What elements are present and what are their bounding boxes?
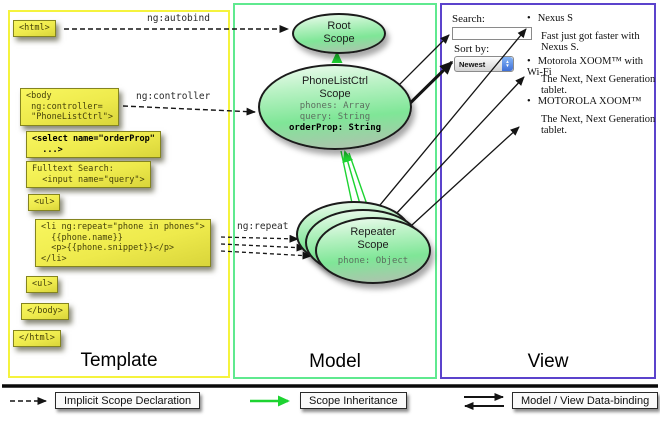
model-panel-title: Model bbox=[309, 351, 361, 372]
root-scope-title: Root Scope bbox=[323, 20, 355, 45]
repeater-scope-title: Repeater Scope bbox=[350, 226, 396, 251]
code-select: <select name="orderProp" ...> bbox=[26, 131, 161, 158]
sort-dropdown[interactable]: Newest ▲▼ bbox=[454, 56, 514, 72]
code-li-repeat: <li ng:repeat="phone in phones"> {{phone… bbox=[35, 219, 211, 267]
legend-implicit-scope-label: Implicit Scope Declaration bbox=[64, 394, 192, 407]
view-item-desc: The Next, Next Generation tablet. bbox=[541, 114, 656, 136]
view-item-title: Motorola XOOM™ with Wi-Fi bbox=[527, 56, 660, 78]
phonelistctrl-prop-phones: phones: Array bbox=[299, 101, 371, 111]
code-ul-open: <ul> bbox=[28, 194, 61, 211]
legend-scope-inheritance-label: Scope Inheritance bbox=[309, 394, 398, 407]
ng-repeat-label: ng:repeat bbox=[237, 221, 289, 232]
legend-scope-inheritance: Scope Inheritance bbox=[300, 392, 407, 409]
code-body-open: <body ng:controller= "PhoneListCtrl"> bbox=[20, 88, 119, 126]
code-ul-close: <ul> bbox=[26, 276, 59, 293]
code-html-open: <html> bbox=[13, 20, 56, 37]
view-item-desc: The Next, Next Generation tablet. bbox=[541, 74, 656, 96]
phonelistctrl-scope-ellipse: PhoneListCtrl Scope phones: Array query:… bbox=[258, 64, 412, 150]
legend-data-binding-label: Model / View Data-binding bbox=[521, 394, 650, 407]
sort-by-label: Sort by: bbox=[454, 43, 490, 55]
repeater-prop-phone: phone: Object bbox=[337, 256, 409, 266]
search-input[interactable] bbox=[452, 27, 532, 40]
dropdown-stepper-icon: ▲▼ bbox=[502, 57, 513, 71]
phonelistctrl-prop-query: query: String bbox=[299, 112, 371, 122]
code-body-close: </body> bbox=[21, 303, 69, 320]
view-item-desc: Fast just got faster with Nexus S. bbox=[541, 31, 640, 53]
model-panel: Model bbox=[233, 3, 437, 379]
legend-data-binding: Model / View Data-binding bbox=[512, 392, 659, 409]
view-panel-title: View bbox=[527, 351, 569, 372]
legend-implicit-scope: Implicit Scope Declaration bbox=[55, 392, 201, 409]
code-fulltext-search: Fulltext Search: <input name="query"> bbox=[26, 161, 151, 188]
root-scope-ellipse: Root Scope bbox=[292, 13, 386, 54]
sort-dropdown-value: Newest bbox=[459, 59, 486, 69]
phonelistctrl-prop-orderprop: orderProp: String bbox=[288, 123, 382, 133]
template-panel-title: Template bbox=[80, 350, 158, 371]
code-html-close: </html> bbox=[13, 330, 61, 347]
ng-autobind-label: ng:autobind bbox=[147, 13, 210, 24]
view-item-title: Nexus S bbox=[527, 13, 573, 24]
view-item-title: MOTOROLA XOOM™ bbox=[527, 96, 642, 107]
repeater-scope-ellipse-front: Repeater Scope phone: Object bbox=[315, 217, 431, 284]
phonelistctrl-scope-title: PhoneListCtrl Scope bbox=[301, 75, 369, 100]
search-label: Search: bbox=[452, 13, 485, 25]
ng-controller-label: ng:controller bbox=[136, 91, 211, 102]
